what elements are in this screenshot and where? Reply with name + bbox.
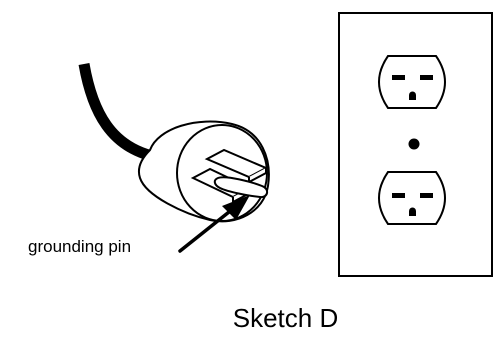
wall-outlet [338, 12, 493, 277]
plug-blade-upper-edge [248, 168, 267, 184]
receptacle-lower [378, 171, 446, 225]
power-cord [78, 63, 164, 164]
pointer-arrow [178, 195, 250, 253]
receptacle-upper-slot-left [392, 75, 405, 80]
receptacle-lower-ground-hole [409, 207, 416, 216]
sketch-caption: Sketch D [232, 303, 339, 333]
plug [138, 120, 270, 223]
grounding-pin [213, 176, 268, 199]
grounding-pin-label: grounding pin [28, 237, 132, 256]
receptacle-upper-ground-hole [409, 91, 416, 100]
receptacle-upper [378, 55, 446, 109]
receptacle-upper-slot-right [420, 75, 433, 80]
receptacle-lower-slot-left [392, 193, 405, 198]
receptacle-lower-slot-right [420, 193, 433, 198]
outlet-center-screw [408, 138, 420, 150]
